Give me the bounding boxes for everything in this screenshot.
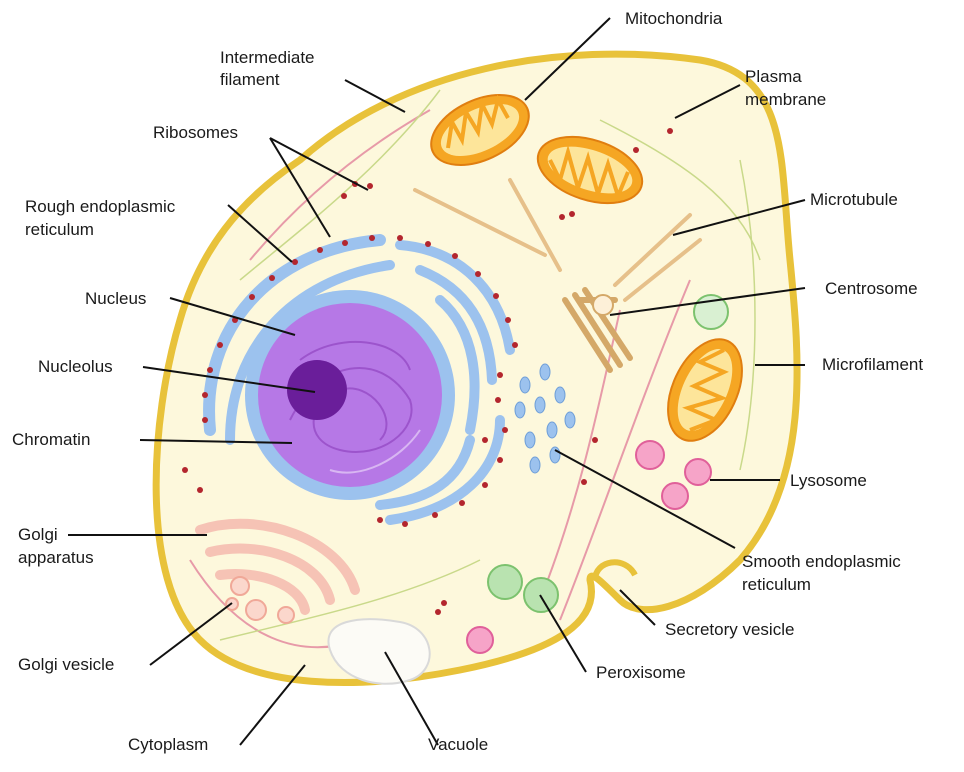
microfilament-line-2 bbox=[599, 119, 761, 261]
label-microtubule: Microtubule bbox=[810, 190, 898, 209]
label-centrosome: Centrosome bbox=[825, 279, 918, 298]
centrosome-shape bbox=[562, 287, 633, 373]
label-smooth-er: Smooth endoplasmic bbox=[742, 552, 901, 571]
filament-line-3 bbox=[559, 279, 691, 621]
golgi-vesicles bbox=[225, 576, 295, 624]
mitochondrion-2 bbox=[536, 135, 644, 205]
label-microfilament: Microfilament bbox=[822, 355, 923, 374]
label-vacuole: Vacuole bbox=[428, 735, 488, 754]
leader-lines bbox=[68, 17, 806, 746]
label-peroxisome: Peroxisome bbox=[596, 663, 686, 682]
smooth-er bbox=[514, 363, 576, 474]
label-plasma-membrane-2: membrane bbox=[745, 90, 826, 109]
label-cytoplasm: Cytoplasm bbox=[128, 735, 208, 754]
label-lysosome: Lysosome bbox=[790, 471, 867, 490]
nucleolus-shape bbox=[287, 360, 347, 420]
label-rough-er-2: reticulum bbox=[25, 220, 94, 239]
filament-line-6 bbox=[219, 559, 481, 641]
label-nucleolus: Nucleolus bbox=[38, 357, 113, 376]
microfilament-line bbox=[739, 159, 756, 471]
label-intermediate-filament: Intermediate bbox=[220, 48, 315, 67]
lysosomes bbox=[466, 440, 712, 654]
label-secretory-vesicle: Secretory vesicle bbox=[665, 620, 794, 639]
label-nucleus: Nucleus bbox=[85, 289, 146, 308]
nucleus-shape bbox=[245, 290, 455, 500]
mitochondrion-1 bbox=[430, 94, 530, 166]
vacuole-shape bbox=[327, 618, 431, 685]
label-golgi-apparatus-2: apparatus bbox=[18, 548, 94, 567]
label-smooth-er-2: reticulum bbox=[742, 575, 811, 594]
label-rough-er: Rough endoplasmic bbox=[25, 197, 176, 216]
golgi-apparatus-shape bbox=[195, 518, 360, 615]
label-golgi-vesicle: Golgi vesicle bbox=[18, 655, 114, 674]
label-golgi-apparatus: Golgi bbox=[18, 525, 58, 544]
mitochondrion-3 bbox=[667, 338, 743, 442]
filament-line-4 bbox=[539, 309, 621, 601]
label-ribosomes: Ribosomes bbox=[153, 123, 238, 142]
ribosome-dots bbox=[182, 128, 673, 615]
peroxisome-3 bbox=[693, 294, 729, 330]
intermediate-filament-2 bbox=[239, 89, 441, 281]
label-intermediate-filament-2: filament bbox=[220, 70, 280, 89]
peroxisome-1 bbox=[487, 564, 523, 600]
label-plasma-membrane: Plasma bbox=[745, 67, 802, 86]
label-chromatin: Chromatin bbox=[12, 430, 90, 449]
secretory-vesicle-shape bbox=[592, 559, 638, 581]
label-mitochondria: Mitochondria bbox=[625, 9, 723, 28]
microtubules bbox=[413, 178, 702, 302]
intermediate-filament bbox=[249, 109, 431, 261]
